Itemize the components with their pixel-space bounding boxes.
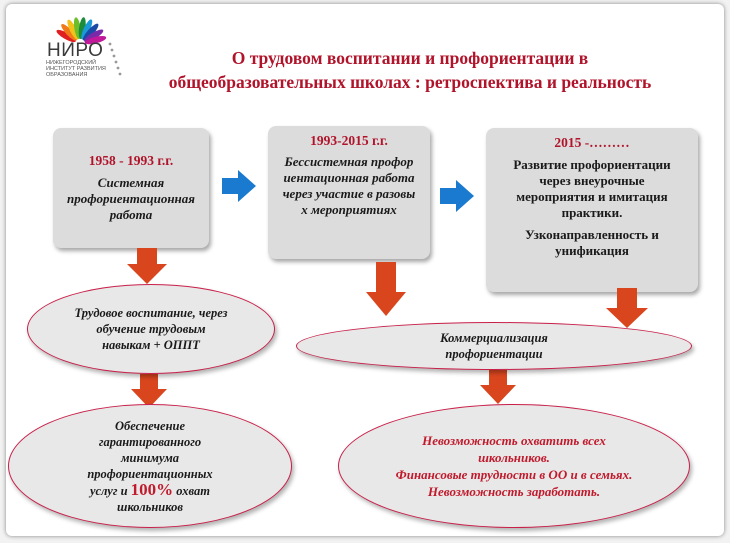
- guarantee-text-1: Обеспечение гарантированного минимума пр…: [87, 418, 213, 498]
- labor-education-ellipse: Трудовое воспитание, через обучение труд…: [27, 284, 275, 374]
- logo-dot: [112, 54, 116, 58]
- down-arrow-icon: [131, 374, 167, 408]
- logo-dot: [118, 72, 122, 76]
- right-arrow-icon: [222, 170, 256, 202]
- logo-petal: [81, 19, 93, 40]
- logo-petal: [84, 36, 107, 45]
- logo-petal: [61, 23, 77, 41]
- logo-petal: [56, 29, 76, 43]
- logo-word: НИРО: [47, 40, 104, 61]
- commercialization-ellipse: Коммерциализация профориентации: [296, 322, 692, 370]
- logo-petal: [84, 29, 104, 43]
- problem-2: Финансовые трудности в ОО и в семьях.: [395, 467, 633, 482]
- guarantee-percent: 100%: [130, 479, 174, 499]
- logo-petal: [82, 23, 99, 41]
- down-arrow-icon: [127, 248, 167, 284]
- period-box-1: 1958 - 1993 г.г. Системная профориентаци…: [53, 128, 209, 248]
- down-arrow-icon: [480, 370, 516, 404]
- period-box-2: 1993-2015 г.г. Бессистемная профориентац…: [268, 126, 430, 259]
- guarantee-text-2: охват школьников: [117, 483, 211, 514]
- page-title: О трудовом воспитании и профориентации в…: [140, 46, 680, 94]
- period-3-text2: Узконаправленность и унификация: [525, 227, 659, 258]
- period-1-text: Системная профориентационная работа: [67, 175, 195, 222]
- logo-dot: [116, 66, 120, 70]
- period-2-text: Бессистемная профориентационная работа ч…: [282, 154, 416, 217]
- problem-3: Невозможность заработать.: [427, 484, 601, 499]
- logo-dot: [110, 48, 114, 52]
- title-line-2: общеобразовательных школах : ретроспекти…: [168, 72, 652, 92]
- commercialization-text: Коммерциализация профориентации: [440, 331, 548, 361]
- title-line-1: О трудовом воспитании и профориентации в: [231, 48, 589, 68]
- logo-petal: [67, 19, 79, 40]
- labor-education-text: Трудовое воспитание, через обучение труд…: [74, 306, 228, 352]
- down-arrow-icon: [366, 262, 406, 316]
- period-1-years: 1958 - 1993 г.г.: [88, 153, 174, 168]
- down-arrow-icon: [606, 288, 648, 328]
- problems-ellipse: Невозможность охватить всех школьников. …: [338, 404, 690, 528]
- period-3-text: Развитие профориентации через внеурочные…: [513, 157, 671, 220]
- logo-subtitle: НИЖЕГОРОДСКИЙ ИНСТИТУТ РАЗВИТИЯ ОБРАЗОВА…: [46, 60, 106, 78]
- period-3-years: 2015 -………: [554, 135, 630, 150]
- guarantee-ellipse: Обеспечение гарантированного минимума пр…: [8, 404, 292, 528]
- niro-logo-icon: [56, 17, 122, 76]
- period-box-3: 2015 -……… Развитие профориентации через …: [486, 128, 698, 292]
- problem-1: Невозможность охватить всех школьников.: [422, 433, 606, 465]
- period-2-years: 1993-2015 г.г.: [310, 133, 388, 148]
- right-arrow-icon: [440, 180, 474, 212]
- logo-dot: [114, 60, 118, 64]
- logo-dot: [108, 42, 112, 46]
